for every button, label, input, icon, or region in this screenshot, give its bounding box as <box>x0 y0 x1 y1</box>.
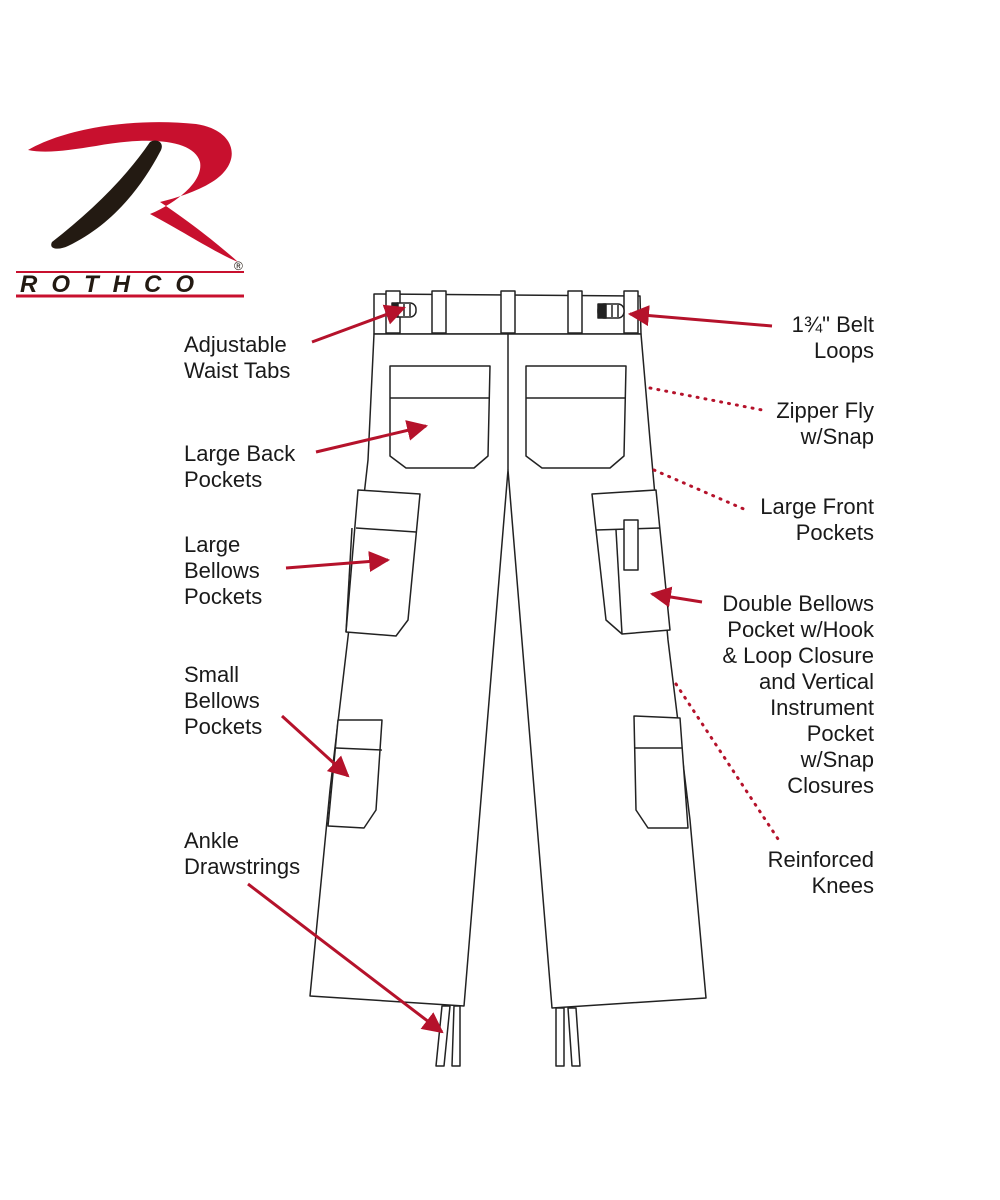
label-large-back-pockets: Large Back Pockets <box>184 441 296 492</box>
arrow-waist-tabs <box>311 304 406 344</box>
arrow-small-bellows <box>280 714 350 778</box>
label-ankle-drawstrings: Ankle Drawstrings <box>184 828 301 879</box>
label-large-bellows-pockets: Large Bellows Pockets <box>184 532 263 609</box>
label-adjustable-waist-tabs: Adjustable Waist Tabs <box>184 332 291 383</box>
callouts-dotted <box>648 386 782 844</box>
back-pocket-right <box>525 365 627 469</box>
small-bellows-pocket-left <box>327 719 383 829</box>
rothco-logo: ® ROTHCO <box>16 122 244 298</box>
logo-r-swoosh <box>28 122 238 262</box>
label-belt-loops: 1¾" Belt Loops <box>791 312 874 363</box>
arrow-double-bellows <box>649 586 703 608</box>
drawstring-left-1 <box>435 1005 451 1067</box>
dotted-reinforced-knees <box>674 682 782 844</box>
logo-wordmark: ROTHCO <box>20 271 208 298</box>
pants-outline <box>309 290 707 1067</box>
drawstring-left-2 <box>451 1005 461 1067</box>
small-bellows-pocket-right <box>633 715 689 829</box>
arrow-belt-loops <box>627 305 773 328</box>
belt-loop-4 <box>567 290 583 334</box>
waist-tab-right <box>597 303 625 319</box>
belt-loop-3 <box>500 290 516 334</box>
dotted-zipper-fly <box>648 386 764 412</box>
dotted-front-pockets <box>652 468 748 512</box>
arrow-back-pockets <box>315 420 429 454</box>
callouts-solid <box>247 304 773 1034</box>
label-double-bellows-pocket: Double Bellows Pocket w/Hook & Loop Clos… <box>722 591 874 798</box>
drawstring-right-2 <box>567 1007 581 1067</box>
arrow-drawstrings <box>247 882 444 1034</box>
arrow-bellows-pockets <box>285 551 391 572</box>
label-large-front-pockets: Large Front Pockets <box>760 494 874 545</box>
drawstring-right-1 <box>555 1007 565 1067</box>
instrument-pocket <box>623 519 639 571</box>
label-reinforced-knees: Reinforced Knees <box>767 847 874 898</box>
label-zipper-fly: Zipper Fly w/Snap <box>776 398 874 449</box>
logo-registered-mark: ® <box>234 259 243 273</box>
belt-loop-5 <box>623 290 639 334</box>
logo-r-stem <box>51 140 162 249</box>
back-pocket-left <box>389 365 491 469</box>
belt-loop-2 <box>431 290 447 334</box>
label-small-bellows-pockets: Small Bellows Pockets <box>184 662 263 739</box>
